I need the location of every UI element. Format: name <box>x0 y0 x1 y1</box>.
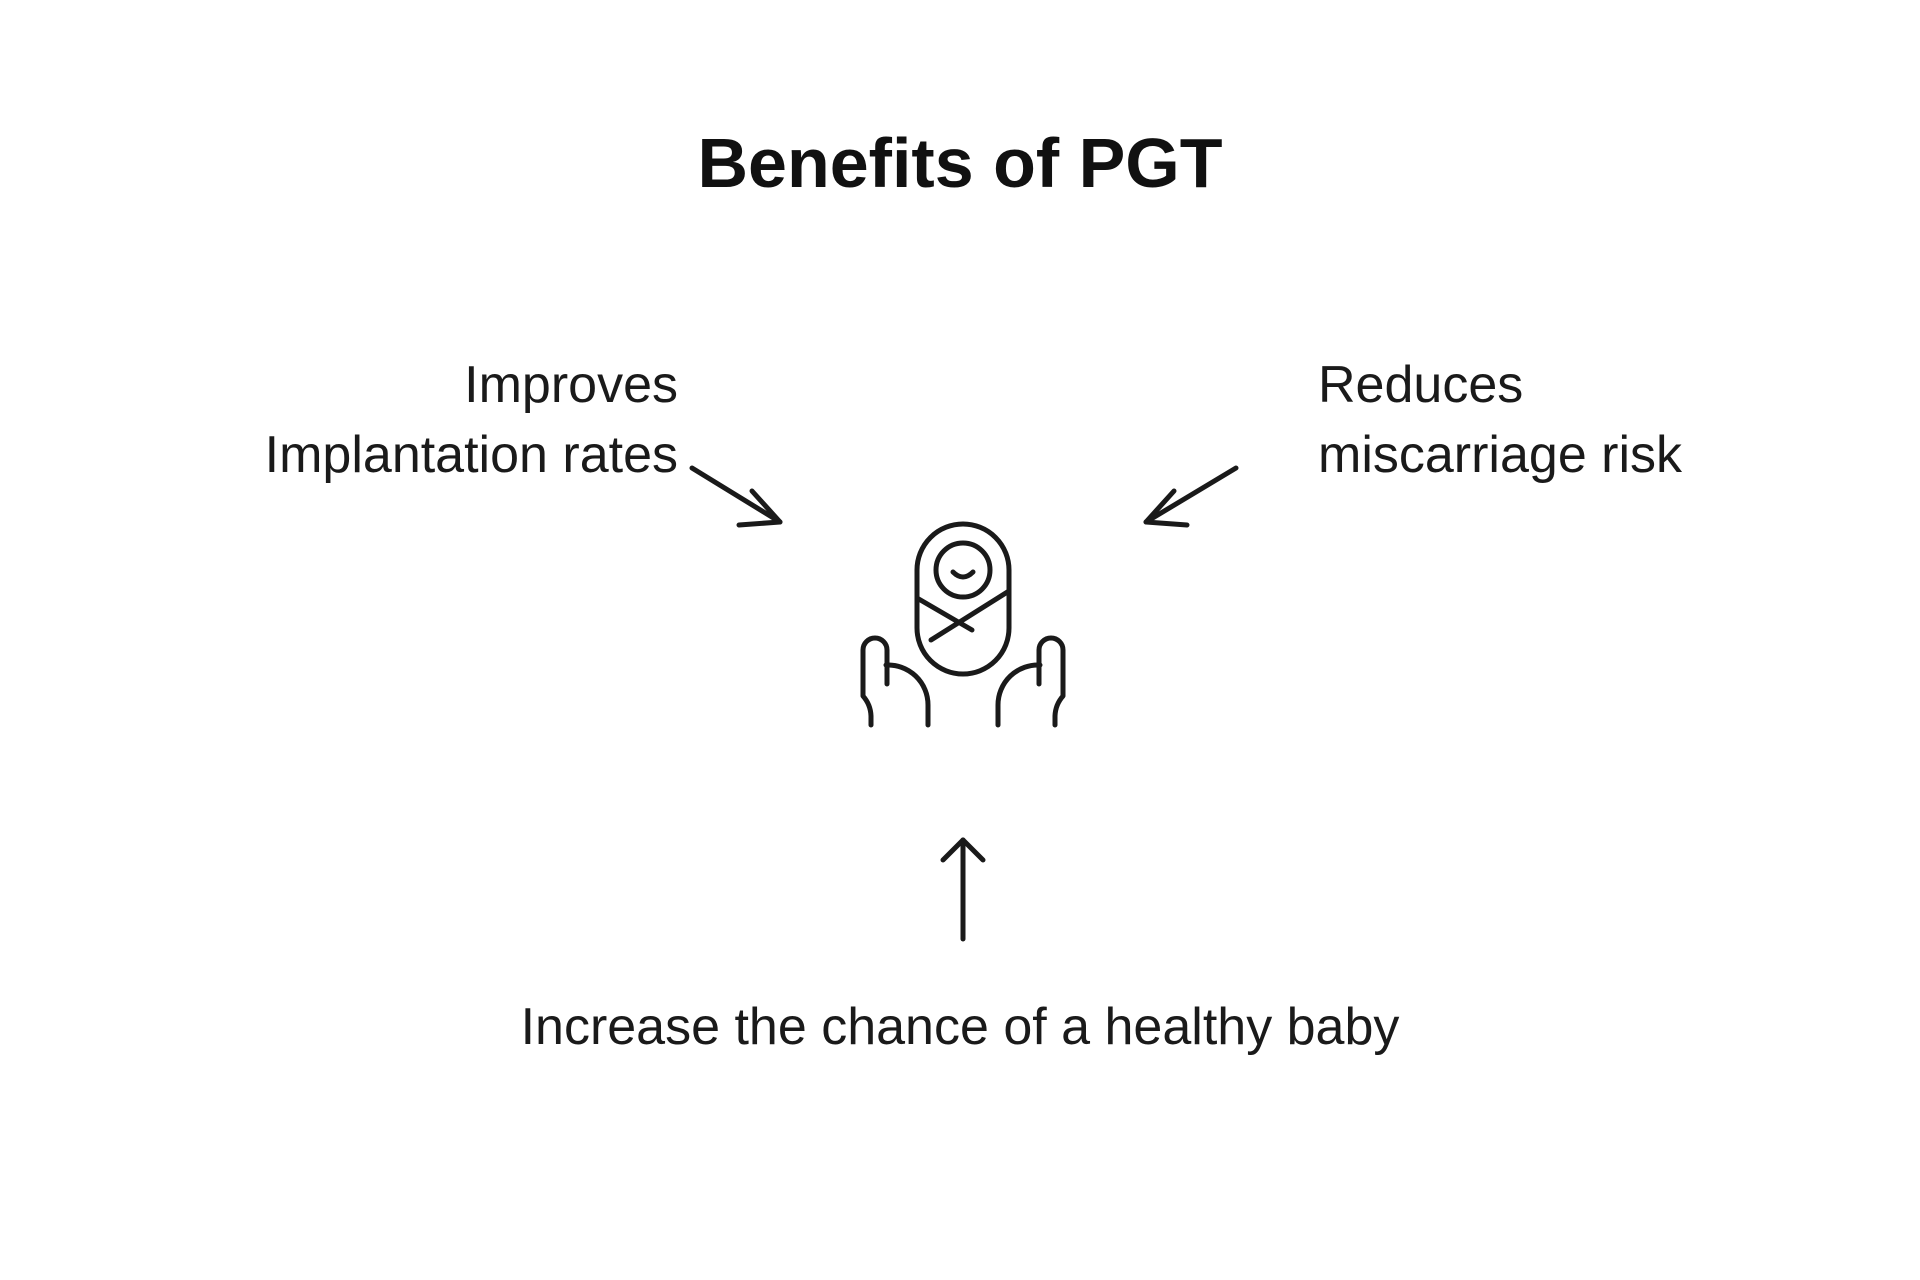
arrow-right-icon <box>1143 465 1239 528</box>
benefit-healthy-baby-line1: Increase the chance of a healthy baby <box>520 998 1400 1056</box>
benefit-miscarriage-line1: Reduces <box>1318 356 1524 414</box>
benefit-miscarriage-label: Reduces miscarriage risk <box>1318 350 1682 490</box>
benefit-implantation-line1: Improves <box>464 356 678 414</box>
benefit-miscarriage-line2: miscarriage risk <box>1318 426 1683 484</box>
baby-in-hands-icon <box>860 521 1066 728</box>
benefit-healthy-baby-label: Increase the chance of a healthy baby <box>0 992 1920 1062</box>
arrow-left-icon <box>689 465 783 528</box>
benefit-implantation-line2: Implantation rates <box>264 426 678 484</box>
diagram-title: Benefits of PGT <box>697 124 1223 202</box>
arrow-up-icon <box>940 837 986 942</box>
benefit-implantation-label: Improves Implantation rates <box>265 350 678 490</box>
